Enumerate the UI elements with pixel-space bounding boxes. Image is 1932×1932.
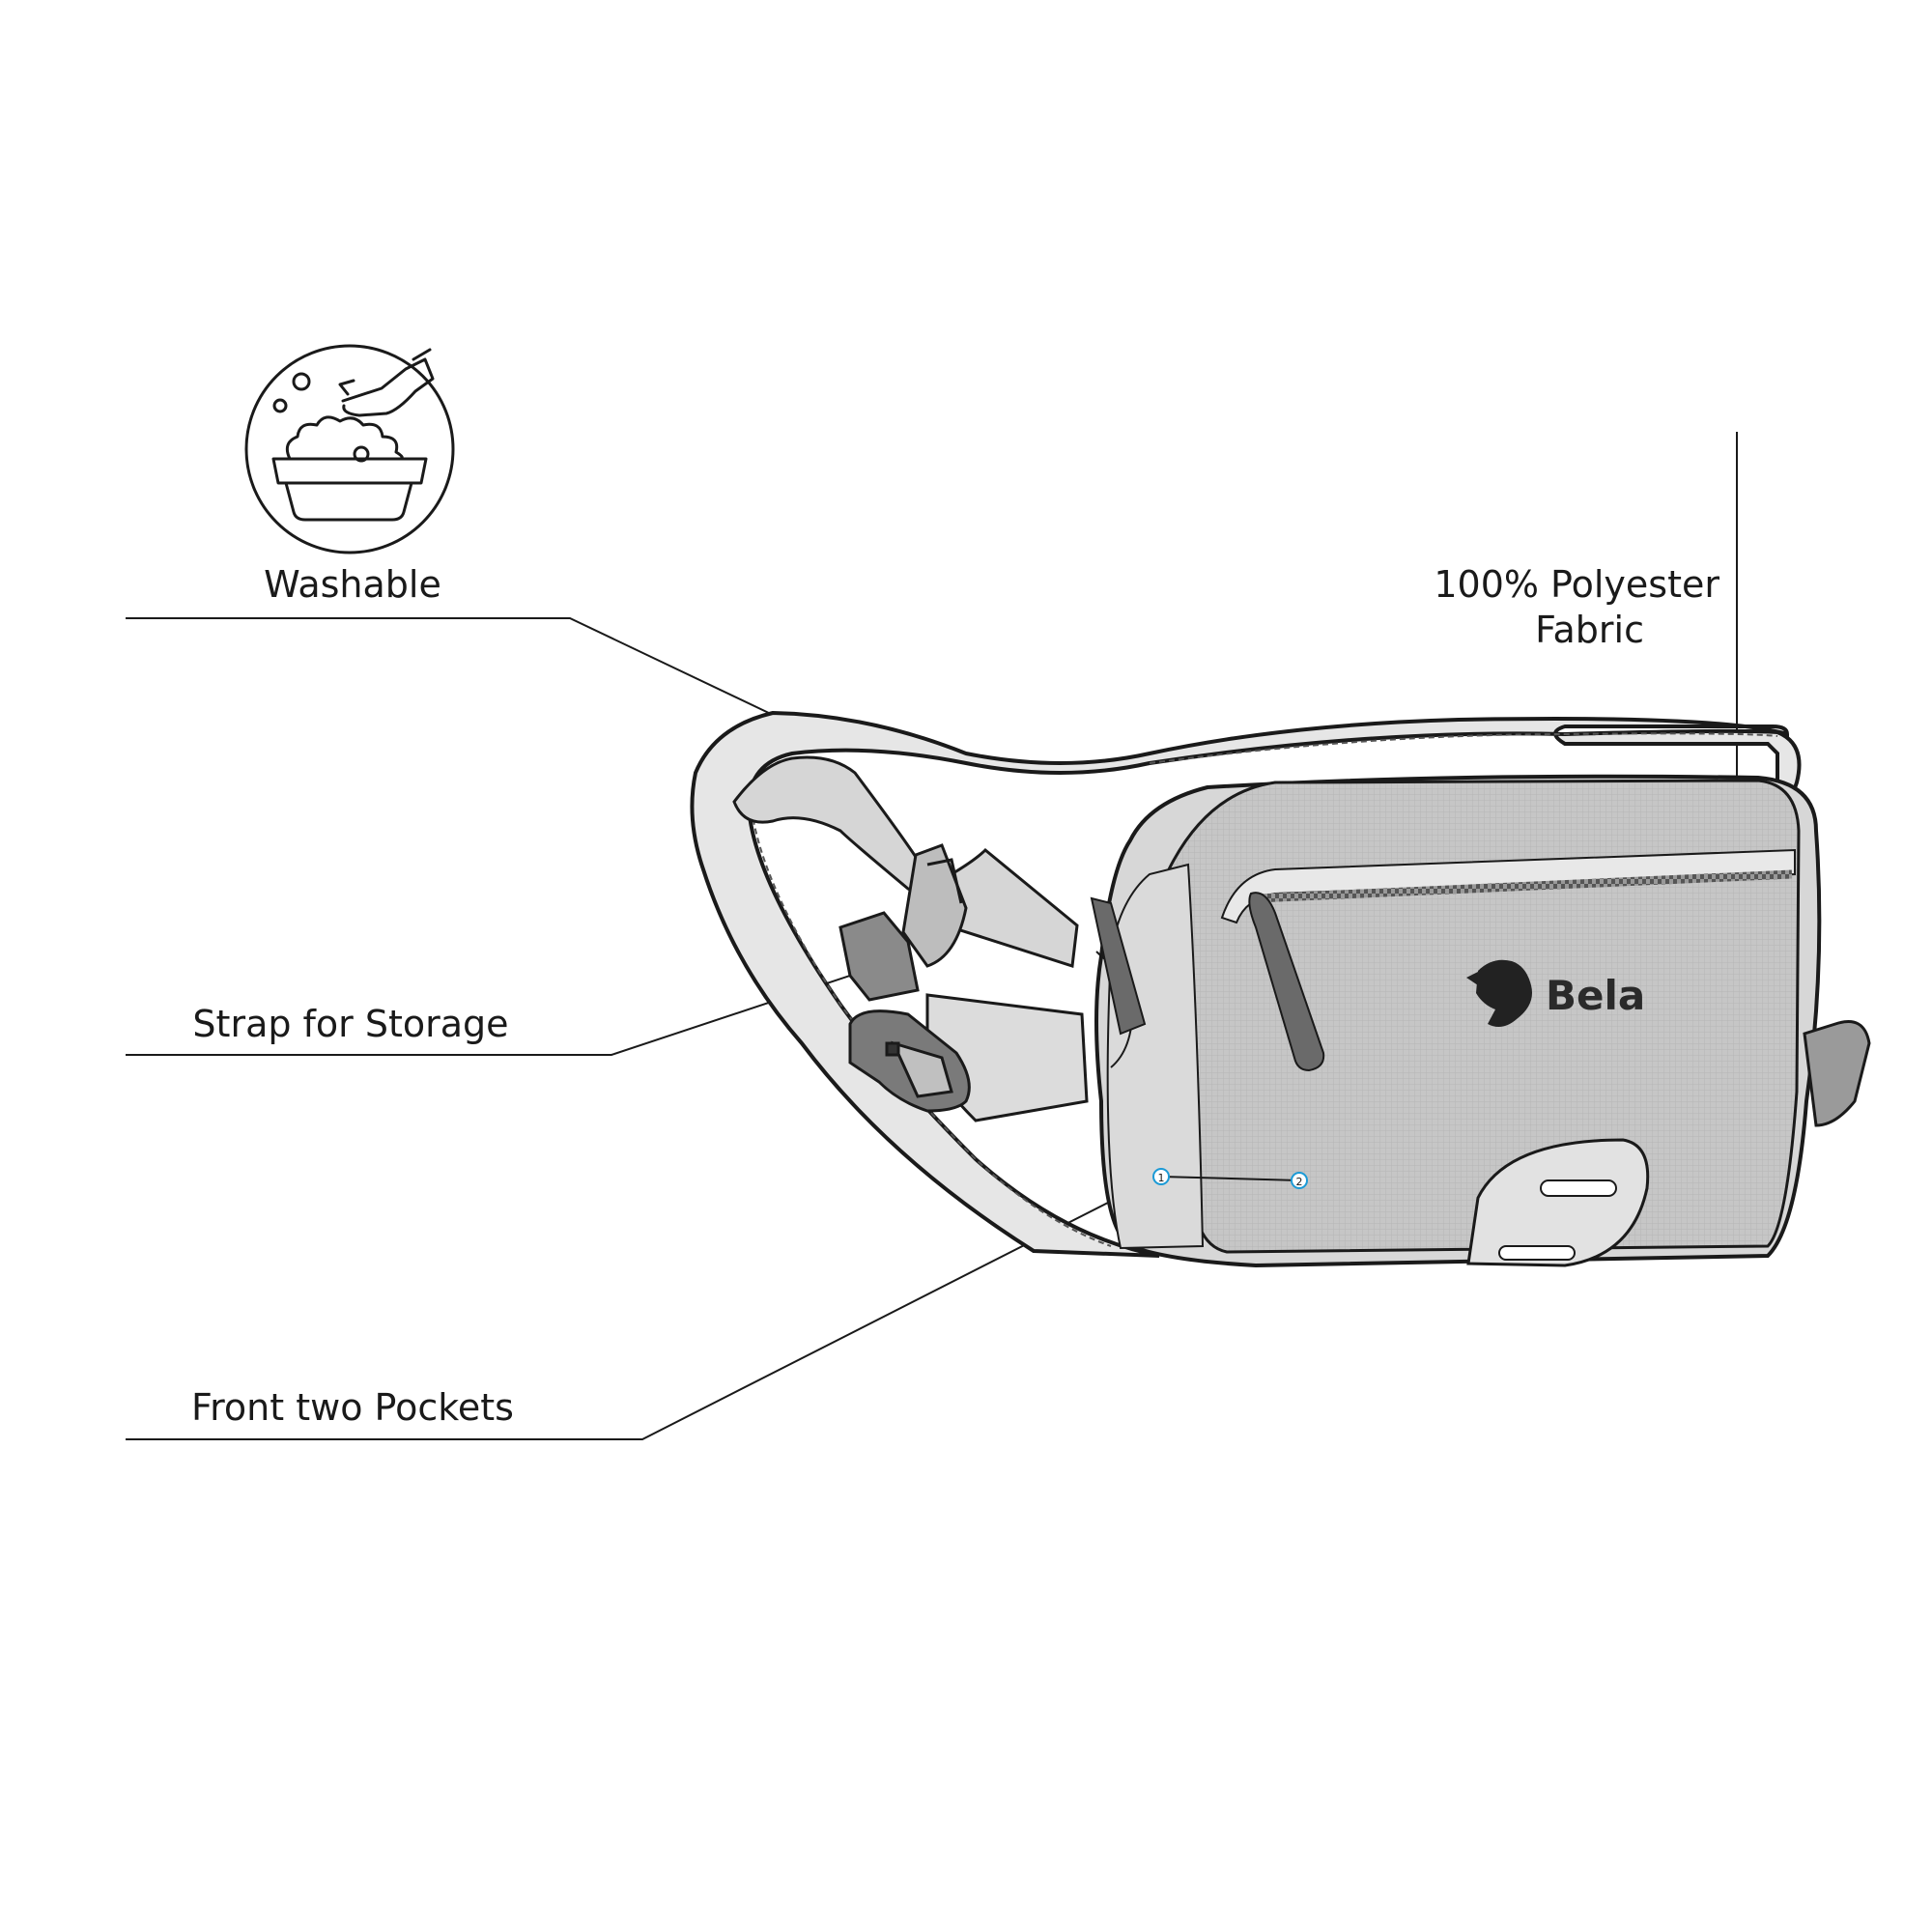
pocket-markers: 1 2 [1152, 1168, 1308, 1189]
buckle-lower [848, 1009, 971, 1113]
pocket-marker-2-label: 2 [1296, 1176, 1303, 1188]
hand-wash-basin-icon [244, 344, 455, 554]
bag-body [1090, 774, 1871, 1268]
pocket-marker-1-label: 1 [1158, 1172, 1165, 1184]
fabric-label-line1: 100% Polyester [1434, 563, 1719, 606]
pockets-leader [126, 1176, 1160, 1440]
front-pockets-label: Front two Pockets [191, 1386, 514, 1429]
washable-leader [126, 617, 774, 716]
pocket-marker-1 [1152, 1168, 1170, 1185]
pocket-marker-2 [1291, 1172, 1308, 1189]
fabric-label-line2: Fabric [1535, 609, 1644, 651]
washable-label: Washable [264, 563, 441, 606]
buckle-upper [838, 843, 968, 1002]
brand-logo: Bela [1466, 959, 1645, 1028]
strap-storage-label: Strap for Storage [192, 1003, 508, 1045]
brand-logo-text: Bela [1546, 972, 1645, 1019]
